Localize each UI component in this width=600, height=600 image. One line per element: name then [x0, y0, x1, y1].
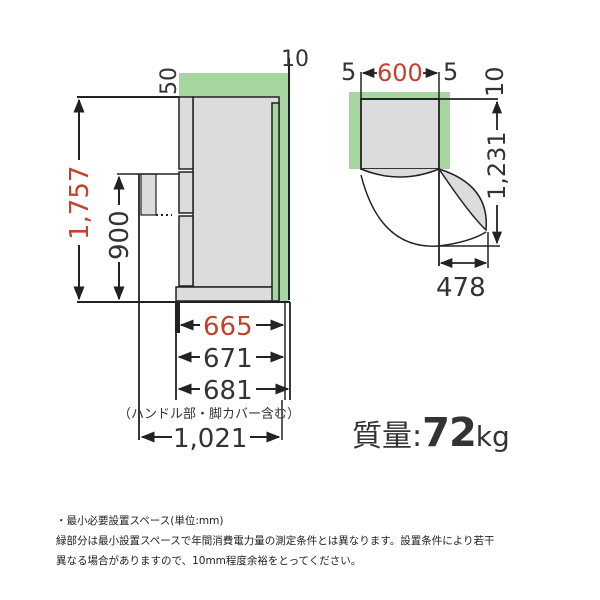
dim-top-width: 600 [377, 59, 423, 87]
dim-top-clearance-right: 5 [443, 58, 458, 86]
side-view: 1,757 900 50 10 665 671 681 （ハンドル部・脚カバー含… [65, 47, 309, 454]
weight-spec: 質量:72kg [352, 410, 510, 456]
dim-depth-body: 665 [203, 312, 253, 342]
dim-height-total: 1,757 [65, 166, 95, 240]
dim-door-swing: 478 [436, 273, 486, 303]
door-middle [178, 171, 194, 214]
fridge-side-body [192, 96, 280, 288]
dim-clearance-top: 50 [157, 67, 182, 95]
dim-depth-681: 681 [203, 376, 253, 406]
weight-label: 質量 [352, 419, 412, 454]
dim-top-depth-open: 1,231 [483, 131, 511, 200]
dim-depth-671: 671 [203, 344, 253, 374]
dim-depth-door-open: 1,021 [173, 424, 247, 454]
top-view: 5 600 5 10 1,231 478 [341, 58, 511, 303]
weight-unit: kg [475, 420, 510, 453]
fridge-base [175, 286, 280, 302]
door-upper [178, 96, 194, 170]
fridge-top-body [360, 98, 440, 170]
handle [140, 173, 157, 216]
notes-line1: 緑部分は最小設置スペースで年間消費電力量の測定条件とは異なります。設置条件により… [56, 535, 495, 547]
notes: ・最小必要設置スペース(単位:mm) 緑部分は最小設置スペースで年間消費電力量の… [56, 511, 576, 571]
side-clearance-top [179, 73, 289, 97]
depth-note: （ハンドル部・脚カバー含む） [118, 406, 300, 422]
weight-value: 72 [422, 410, 477, 456]
notes-line2: 異なる場合がありますので、10mm程度余裕をとってください。 [56, 555, 362, 567]
dim-clearance-back: 10 [281, 47, 309, 72]
side-clearance-back [279, 73, 289, 301]
weight-separator: : [412, 419, 423, 454]
dim-top-clearance-back: 10 [481, 66, 509, 97]
door-lower [178, 215, 194, 287]
back-panel [271, 102, 280, 302]
dim-top-clearance-left: 5 [341, 58, 356, 86]
notes-heading: ・最小必要設置スペース(単位:mm) [56, 515, 224, 527]
dim-height-handle: 900 [105, 210, 135, 260]
